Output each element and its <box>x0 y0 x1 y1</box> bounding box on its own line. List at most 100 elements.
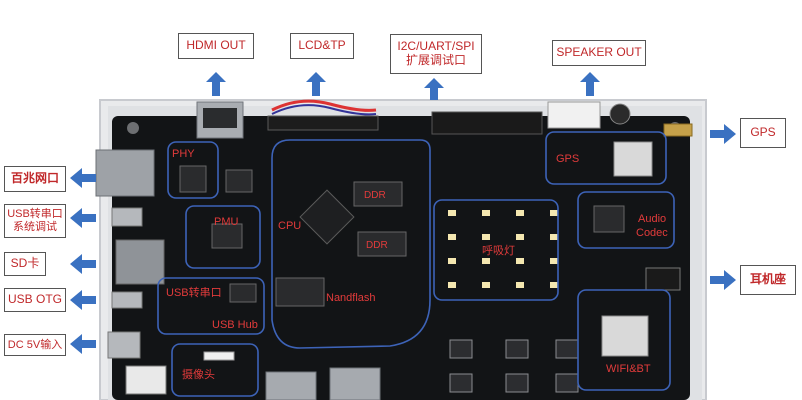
lcd-cable <box>271 99 377 112</box>
led <box>448 258 456 264</box>
region-label-usb-serial: USB转串口 <box>166 285 222 299</box>
region-label-ddr: DDR <box>366 240 388 251</box>
region-label-camera: 摄像头 <box>182 367 215 381</box>
region-breathing-light <box>433 199 559 301</box>
led <box>516 258 524 264</box>
power-switch <box>125 365 167 395</box>
usb-host-port <box>329 367 381 400</box>
sd-slot <box>115 239 165 285</box>
ddr-chip <box>353 181 403 207</box>
arrow-left-icon <box>70 334 96 354</box>
arrow-up-icon <box>580 72 600 96</box>
led <box>482 258 490 264</box>
lcd-cable <box>271 104 377 116</box>
arrow-left-icon <box>70 208 96 228</box>
arrow-left-icon <box>70 254 96 274</box>
region-label-cpu: CPU <box>278 220 301 232</box>
buzzer <box>609 103 631 125</box>
callout-dc-5v: DC 5V输入 <box>4 334 66 356</box>
pmu-chip <box>211 223 243 249</box>
ethernet-port <box>95 149 155 197</box>
pcb <box>112 116 690 400</box>
led <box>516 282 524 288</box>
led <box>550 282 558 288</box>
led <box>516 210 524 216</box>
arrow-right-icon <box>710 270 736 290</box>
cpu-chip <box>299 189 355 245</box>
usb-hub-chip <box>229 283 257 303</box>
push-button <box>505 373 529 393</box>
led <box>482 234 490 240</box>
led <box>550 234 558 240</box>
push-button <box>505 339 529 359</box>
led <box>448 282 456 288</box>
callout-lcd-tp: LCD&TP <box>290 33 354 59</box>
breathing-led-grid <box>448 210 558 288</box>
region-label-nandflash: Nandflash <box>326 292 376 304</box>
push-button <box>555 373 579 393</box>
region-label-usb-hub: USB Hub <box>212 319 258 331</box>
region-label-pmu: PMU <box>214 216 239 228</box>
arrow-left-icon <box>70 168 96 188</box>
region-wifi <box>577 289 671 391</box>
region-usb-serial-hub <box>157 277 265 335</box>
led <box>482 282 490 288</box>
arrow-right-icon <box>710 124 736 144</box>
pmu-chip <box>225 169 253 193</box>
region-label-wifi-bt: WIFI&BT <box>606 363 651 375</box>
led <box>448 210 456 216</box>
dc-jack <box>107 331 141 359</box>
region-phy <box>167 141 219 199</box>
callout-earphone: 耳机座 <box>740 265 796 295</box>
region-label-codec: Codec <box>636 227 668 239</box>
region-label-ddr: DDR <box>364 190 386 201</box>
region-gps <box>545 131 667 185</box>
phy-chip <box>179 165 207 193</box>
ddr-chip <box>357 231 407 257</box>
region-audio <box>577 191 675 249</box>
nandflash-chip <box>275 277 325 307</box>
arrow-up-icon <box>206 72 226 96</box>
callout-i2c-uart-spi: I2C/UART/SPI 扩展调试口 <box>390 34 482 74</box>
i2c-header <box>431 111 543 135</box>
region-label-audio: Audio <box>638 213 666 225</box>
wifi-module <box>601 315 649 357</box>
arrow-left-icon <box>70 290 96 310</box>
camera-connector <box>203 351 235 361</box>
callout-hdmi-out: HDMI OUT <box>178 33 254 59</box>
usb-otg-port <box>111 291 143 309</box>
callout-usb-otg: USB OTG <box>4 288 66 312</box>
led <box>550 210 558 216</box>
led <box>516 234 524 240</box>
callout-gps: GPS <box>740 118 786 148</box>
callout-ethernet: 百兆网口 <box>4 166 66 192</box>
region-camera <box>171 343 259 397</box>
region-cpu <box>271 139 431 349</box>
callout-sd-card: SD卡 <box>4 252 46 276</box>
region-label-phy: PHY <box>172 148 195 160</box>
callout-speaker-out: SPEAKER OUT <box>552 40 646 66</box>
callout-usb-serial-debug: USB转串口 系统调试 <box>4 204 66 238</box>
lcd-header <box>267 115 379 131</box>
push-button <box>449 339 473 359</box>
led <box>448 234 456 240</box>
gps-antenna-connector <box>663 123 693 137</box>
mount-hole <box>127 122 139 134</box>
arrow-up-icon <box>424 78 444 100</box>
push-button <box>555 339 579 359</box>
arrow-up-icon <box>306 72 326 96</box>
region-label-gps: GPS <box>556 153 579 165</box>
audio-codec-chip <box>593 205 625 233</box>
push-button <box>449 373 473 393</box>
region-label-breathing-light: 呼吸灯 <box>482 244 515 257</box>
usb-host-port <box>265 371 317 400</box>
region-pmu <box>185 205 261 269</box>
hdmi-port <box>203 108 237 128</box>
led <box>482 210 490 216</box>
usb-serial-port <box>111 207 143 227</box>
gps-module <box>613 141 653 177</box>
earphone-jack <box>645 267 681 291</box>
led <box>550 258 558 264</box>
